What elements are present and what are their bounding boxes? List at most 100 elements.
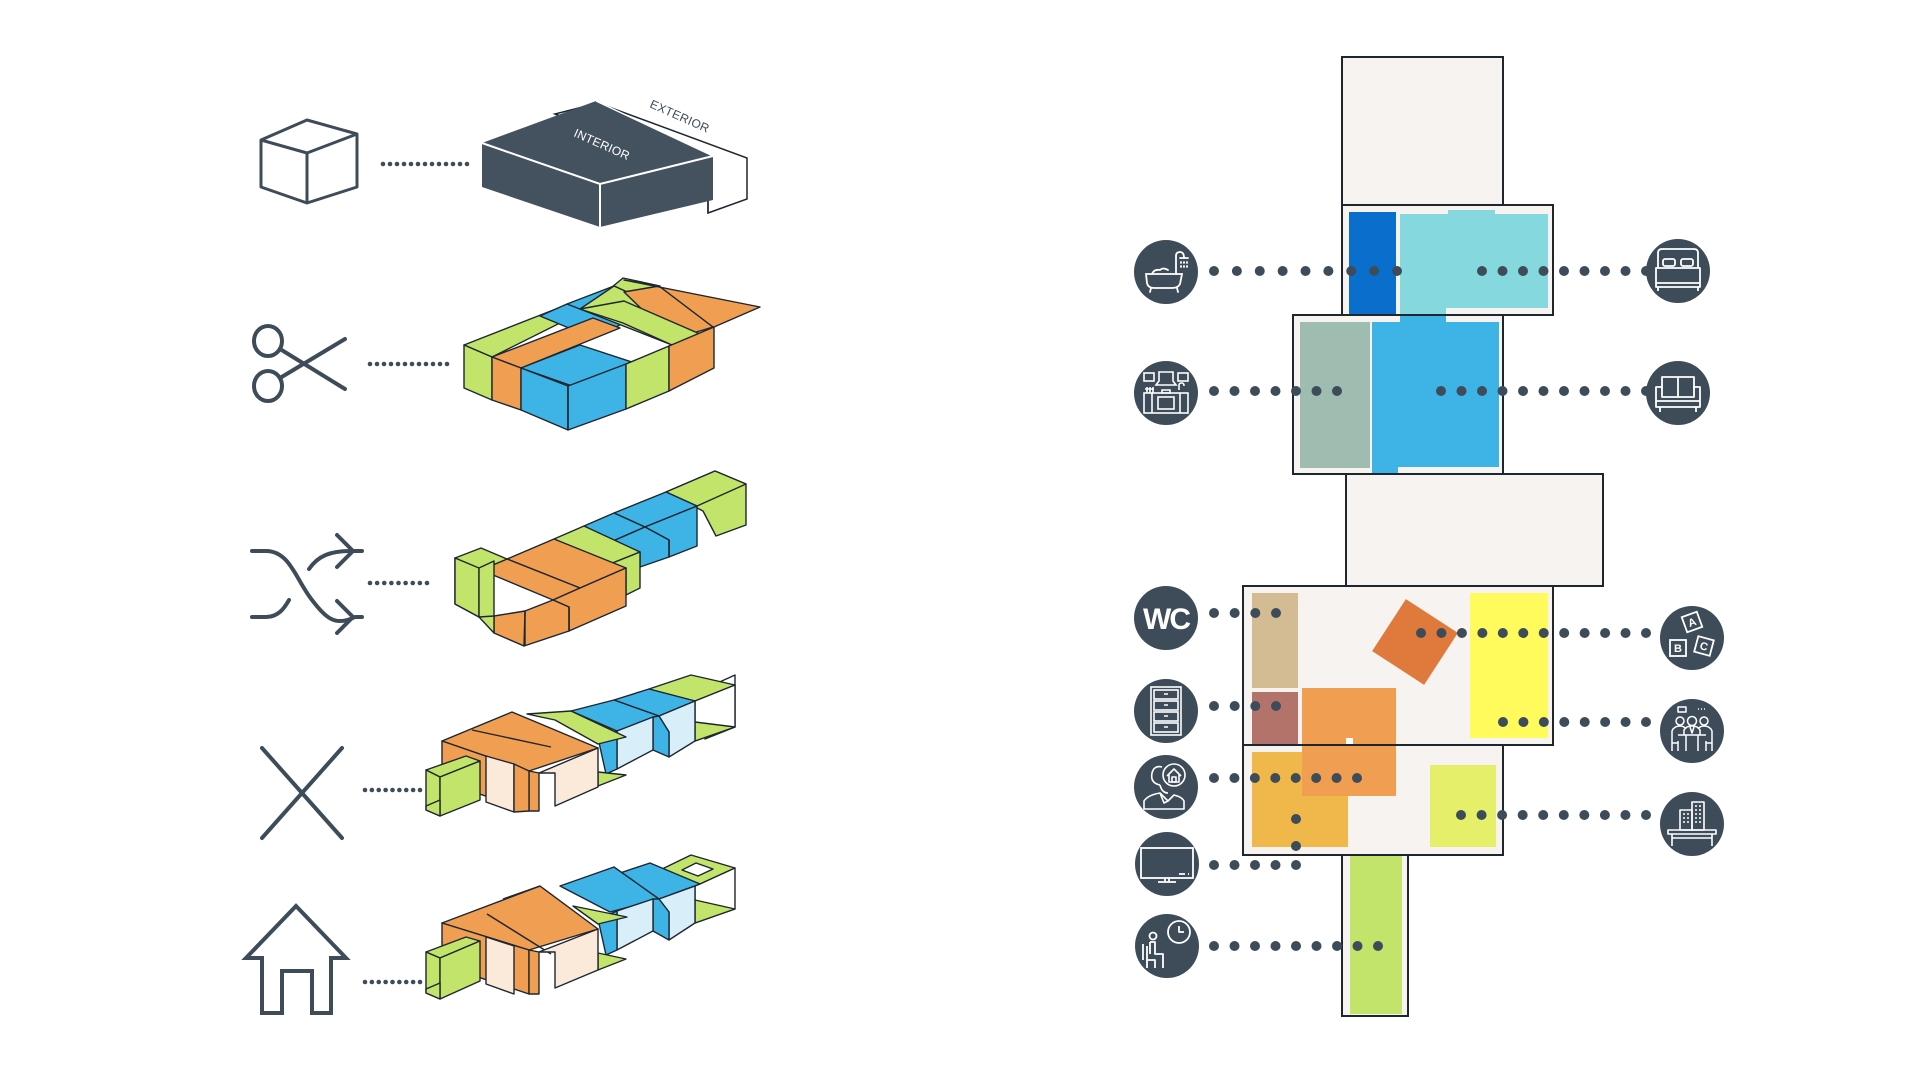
leader-dot (1346, 266, 1357, 276)
leader-dot (415, 161, 421, 167)
leader-dots (380, 161, 470, 167)
leader-dot (408, 161, 414, 167)
leader-dot (1311, 386, 1322, 396)
leader-dot (1579, 717, 1590, 727)
leader-dot (1229, 860, 1240, 870)
leader-dot (1209, 266, 1219, 276)
leader-dot (1209, 608, 1219, 618)
step-volume: INTERIOR EXTERIOR (259, 97, 748, 227)
zone-media-waiting-corridor (1350, 856, 1402, 1014)
shuffled-volume (454, 470, 747, 647)
leader-dot (367, 361, 373, 367)
leader-dot (387, 161, 393, 167)
interior-volume (482, 101, 713, 184)
leader-dot (1538, 628, 1549, 638)
leader-dot (1620, 386, 1631, 396)
leader-dot (1538, 810, 1549, 820)
leader-dot (1600, 628, 1611, 638)
leader-dot (429, 161, 435, 167)
zone-storage (1252, 692, 1298, 747)
leader-home-office (1209, 773, 1362, 783)
leader-dot (1497, 628, 1508, 638)
leader-dot (1456, 628, 1467, 638)
step-subtract (260, 674, 736, 840)
leader-dot (1620, 628, 1631, 638)
leader-dot (1250, 701, 1261, 711)
leader-meeting-room (1498, 717, 1651, 727)
leader-dots (362, 787, 423, 793)
leader-dot (1291, 841, 1301, 851)
process-column: INTERIOR EXTERIOR (241, 97, 761, 1015)
leader-dot (1518, 717, 1529, 727)
leader-dot (430, 361, 436, 367)
leader-dot (403, 787, 409, 793)
leader-media (1209, 860, 1301, 870)
leader-dot (402, 361, 408, 367)
leader-dot (1497, 386, 1508, 396)
leader-dot (1352, 773, 1362, 783)
step-roof (241, 854, 736, 1015)
leader-dot (390, 979, 395, 985)
leader-dot (1209, 773, 1219, 783)
leader-dot (437, 361, 443, 367)
leader-dots (367, 580, 430, 586)
leader-dot (1270, 386, 1281, 396)
leader-dot (1250, 941, 1260, 951)
leader-dot (1436, 386, 1446, 396)
leader-dot (362, 979, 368, 985)
meeting-icon (1660, 699, 1724, 763)
leader-dot (395, 361, 401, 367)
leader-dot (1352, 941, 1363, 951)
leader-dot (381, 580, 387, 586)
leader-dot (1270, 860, 1281, 870)
leader-dot (1416, 628, 1426, 638)
leader-dot (1332, 386, 1342, 396)
block-letter-a: A (1687, 616, 1699, 630)
leader-dot (403, 979, 409, 985)
leader-wc (1209, 608, 1281, 618)
leader-dot (1291, 386, 1301, 396)
step-subdivide (252, 277, 761, 431)
leader-dot (417, 580, 423, 586)
leader-dot (1323, 266, 1334, 276)
home-agent-icon (1134, 755, 1198, 819)
leader-dot (1558, 810, 1569, 820)
leader-dot (444, 361, 450, 367)
leader-dot (1497, 266, 1508, 276)
leader-dot (443, 161, 449, 167)
zone-wc (1252, 593, 1298, 688)
zone-meeting-room (1470, 593, 1548, 738)
legend-left: WC (1134, 240, 1199, 978)
leader-dot (1291, 860, 1301, 870)
leader-dot (388, 361, 394, 367)
leader-dot (417, 979, 423, 985)
leader-dot (403, 580, 408, 586)
leader-dot (409, 361, 415, 367)
leader-dot (1291, 941, 1301, 951)
block-letter-b: B (1674, 643, 1682, 655)
leader-dot (1249, 773, 1260, 783)
cube-icon (259, 118, 359, 205)
leader-dot (1209, 701, 1219, 711)
leader-dot (1209, 860, 1219, 870)
leader-dot (1477, 628, 1488, 638)
roofed-volume (425, 854, 736, 1000)
leader-dot (1254, 266, 1265, 276)
leader-dot (381, 361, 387, 367)
leader-dot (1641, 717, 1651, 727)
block-letter-c: C (1698, 640, 1709, 654)
leader-dot (374, 580, 380, 586)
kitchen-icon (1134, 361, 1198, 425)
leader-dot (376, 979, 382, 985)
leader-dot (367, 580, 373, 586)
leader-dot (1277, 266, 1288, 276)
scissors-icon (252, 324, 347, 403)
leader-dot (1456, 810, 1466, 820)
leader-dot (1311, 773, 1322, 783)
leader-dot (374, 361, 380, 367)
cut-volume (463, 277, 761, 431)
leader-dot (1518, 386, 1528, 396)
leader-dot (1559, 717, 1570, 727)
leader-dot (397, 979, 402, 985)
